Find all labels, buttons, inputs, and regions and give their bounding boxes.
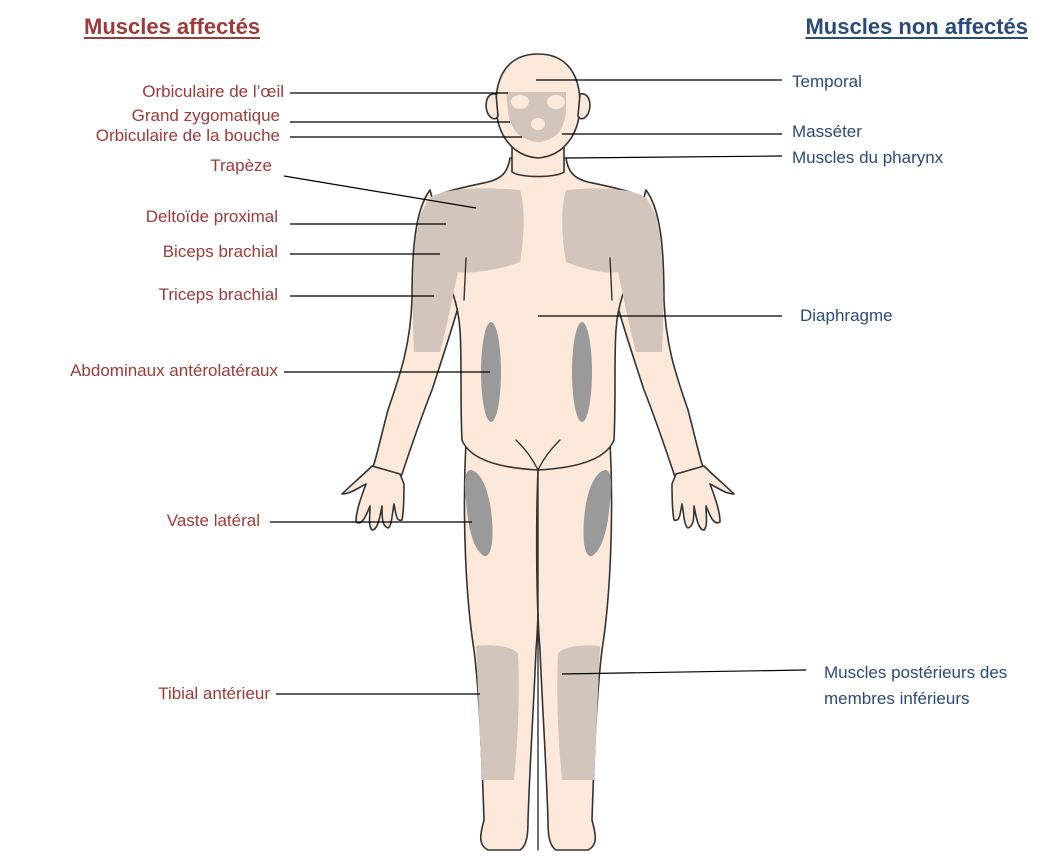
label-vaste-lateral: Vaste latéral [167,511,260,531]
label-abdominaux: Abdominaux antérolatéraux [70,361,278,381]
label-trapeze: Trapèze [210,156,272,176]
left-hand [342,466,404,530]
label-orbiculaire-oeil: Orbiculaire de l’œil [142,82,284,102]
right-ear [578,94,590,119]
right-hand [672,466,734,530]
left-eye [511,95,529,109]
label-muscles-posterieurs: Muscles postérieurs des membres inférieu… [824,660,1007,712]
label-tibial-anterieur: Tibial antérieur [158,684,270,704]
nose [531,118,545,130]
label-deltoide-proximal: Deltoïde proximal [146,207,278,227]
right-calf-region [557,645,600,780]
label-orbiculaire-bouche: Orbiculaire de la bouche [96,126,280,146]
label-biceps-brachial: Biceps brachial [163,242,278,262]
left-shin-region [476,645,519,780]
right-abdominal [572,322,592,422]
label-temporal: Temporal [792,72,862,92]
label-masseter: Masséter [792,122,862,142]
leader-pharynx [566,156,782,158]
right-eye [547,95,565,109]
left-ear [486,94,498,119]
label-muscles-pharynx: Muscles du pharynx [792,148,943,168]
label-triceps-brachial: Triceps brachial [159,285,278,305]
label-diaphragme: Diaphragme [800,306,893,326]
label-grand-zygomatique: Grand zygomatique [132,106,280,126]
